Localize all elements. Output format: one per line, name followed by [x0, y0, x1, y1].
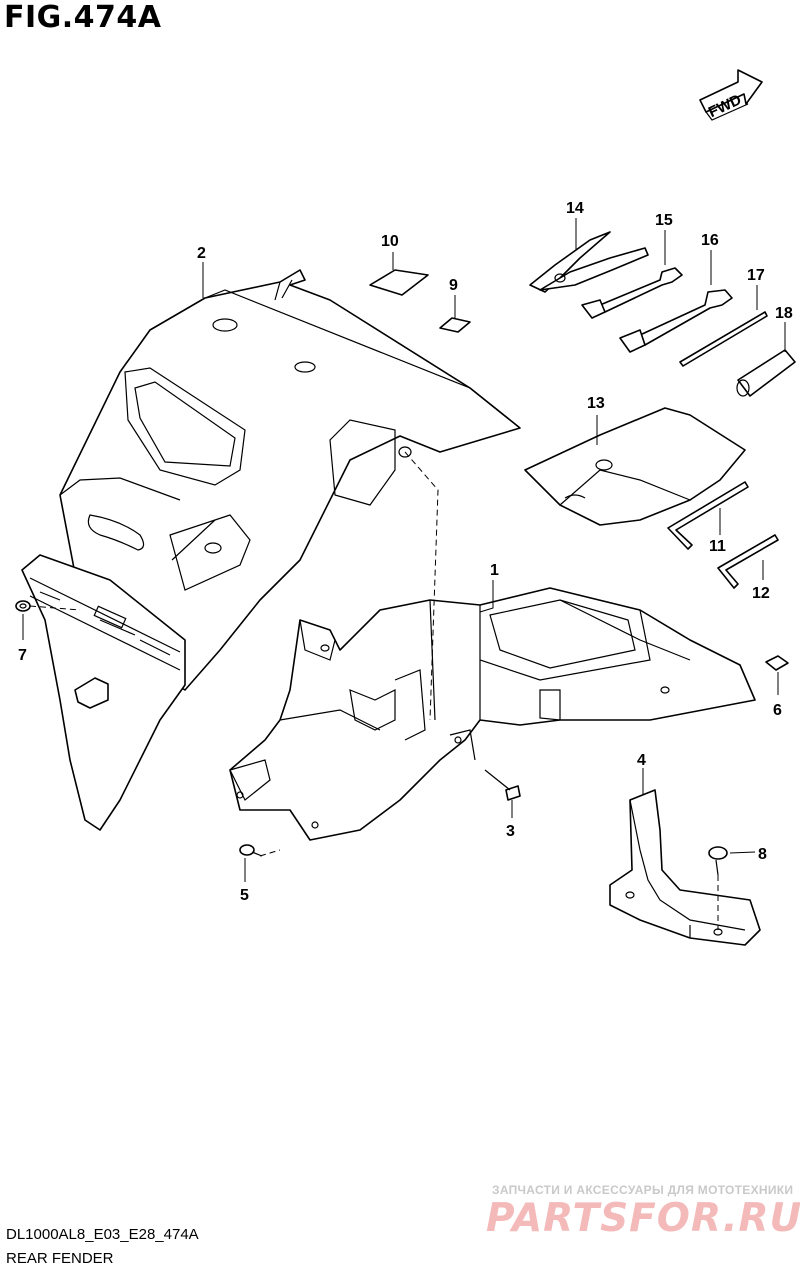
inner-fender-part-1 [229, 587, 756, 841]
label-part-4: 4 [637, 752, 646, 769]
watermark-logo: PARTSFOR.RU [486, 1196, 800, 1241]
wrench-part-15 [581, 267, 683, 319]
figure-title: FIG.474A [4, 0, 162, 35]
assembly-lines [29, 451, 719, 930]
label-part-16: 16 [701, 232, 719, 249]
label-part-5: 5 [240, 887, 249, 904]
grommet-part-7 [15, 600, 31, 612]
license-bracket [21, 554, 186, 831]
handle-part-18 [736, 349, 796, 397]
label-part-3: 3 [506, 823, 515, 840]
hex-key-part-12 [717, 534, 779, 589]
diagram-code: DL1000AL8_E03_E28_474A [6, 1226, 199, 1243]
diagram-caption: REAR FENDER [6, 1250, 114, 1267]
label-part-13: 13 [587, 395, 605, 412]
pad-part-9 [439, 317, 471, 333]
watermark-tagline: ЗАПЧАСТИ И АКСЕССУАРЫ ДЛЯ МОТОТЕХНИКИ [492, 1183, 794, 1197]
leader-lines [22, 218, 786, 882]
label-part-2: 2 [197, 245, 206, 262]
rear-fender-upper-part-2 [59, 269, 521, 691]
label-part-15: 15 [655, 212, 673, 229]
label-part-6: 6 [773, 702, 782, 719]
pad-part-10 [369, 269, 429, 296]
label-part-14: 14 [566, 200, 584, 217]
hex-key-part-11 [667, 481, 749, 550]
nut-part-6 [765, 655, 789, 671]
pliers-part-14 [529, 231, 649, 293]
label-part-12: 12 [752, 585, 770, 602]
part-labels: 1 2 3 4 5 6 7 8 9 10 11 12 13 14 15 16 1… [18, 200, 793, 904]
wrench-part-16 [619, 289, 733, 353]
label-part-9: 9 [449, 277, 458, 294]
screw-part-8 [708, 846, 728, 876]
tool-bag-part-13 [524, 407, 746, 526]
bolt-part-3 [484, 769, 521, 801]
screw-part-5 [239, 844, 263, 857]
label-part-11: 11 [709, 538, 726, 555]
label-part-18: 18 [775, 305, 793, 322]
label-part-8: 8 [758, 846, 767, 863]
bracket-part-4 [609, 789, 761, 946]
screwdriver-part-17 [679, 311, 768, 367]
forward-arrow-icon: FWD [699, 69, 763, 121]
label-part-10: 10 [381, 233, 399, 250]
label-part-7: 7 [18, 647, 27, 664]
label-part-17: 17 [747, 267, 765, 284]
label-part-1: 1 [490, 562, 499, 579]
